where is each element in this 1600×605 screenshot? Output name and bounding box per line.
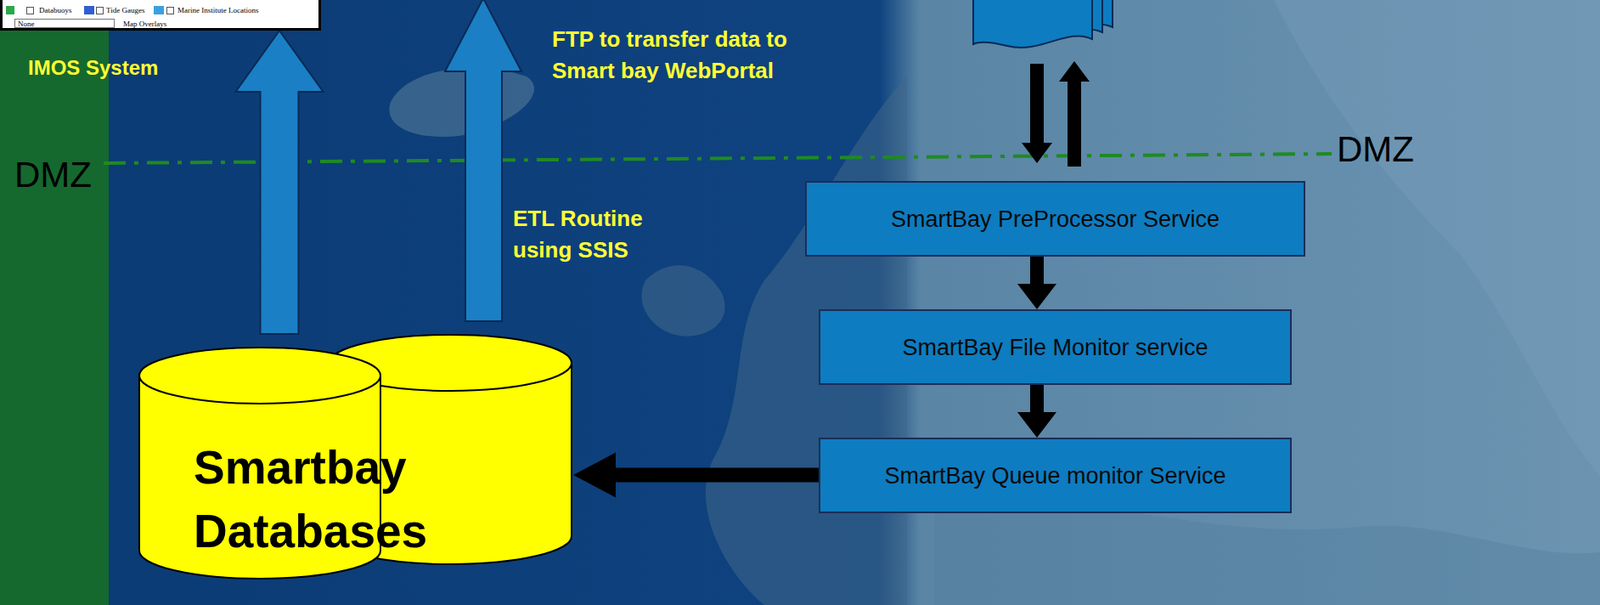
cylinder-top	[139, 347, 381, 404]
land-texture	[1273, 0, 1600, 476]
database-cylinders: Smartbay Databases	[137, 333, 574, 580]
layer-name: Databuoys	[39, 5, 73, 16]
process-box: SmartBay File Monitor service	[818, 309, 1292, 385]
checkbox	[166, 6, 175, 15]
flow-arrow	[573, 452, 819, 498]
island	[388, 67, 535, 137]
up-arrow	[1059, 61, 1090, 167]
select-caption: Map Overlays	[123, 19, 167, 29]
database-label: Smartbay Databases	[193, 435, 500, 564]
block-arrow	[236, 30, 324, 334]
checkbox	[95, 6, 104, 15]
layer-name: Tide Gauges	[106, 5, 145, 16]
arrow-note: ETL Routine using SSIS	[512, 202, 683, 266]
box-label: SmartBay PreProcessor Service	[890, 205, 1220, 233]
block-arrow	[445, 0, 522, 322]
box-label: SmartBay File Monitor service	[901, 333, 1208, 361]
document-page	[973, 0, 1093, 48]
map-icon	[153, 5, 164, 15]
zone-label: DMZ	[1336, 128, 1415, 171]
process-box: SmartBay Queue monitor Service	[818, 437, 1292, 513]
zone-label: DMZ	[14, 153, 92, 197]
screenshot-panel: Databuoys Tide Gauges Marine Institute Loc…	[0, 0, 322, 31]
process-box: SmartBay PreProcessor Service	[805, 180, 1306, 257]
island	[642, 264, 726, 337]
system-title: IMOS System	[28, 55, 158, 80]
flow-arrow	[1017, 384, 1057, 438]
box-label: SmartBay Queue monitor Service	[884, 461, 1226, 490]
layer-name: Marine Institute Locations	[177, 5, 259, 16]
land-texture	[934, 500, 1600, 605]
flow-arrow	[1017, 256, 1057, 310]
down-arrow	[1021, 63, 1053, 164]
arrow-note: FTP to transfer data to Smart bay WebPor…	[552, 23, 792, 87]
green-band	[0, 0, 109, 605]
map-icon	[5, 5, 15, 15]
checkbox	[26, 6, 34, 15]
map-icon	[84, 5, 95, 15]
select-value: None	[17, 19, 35, 29]
